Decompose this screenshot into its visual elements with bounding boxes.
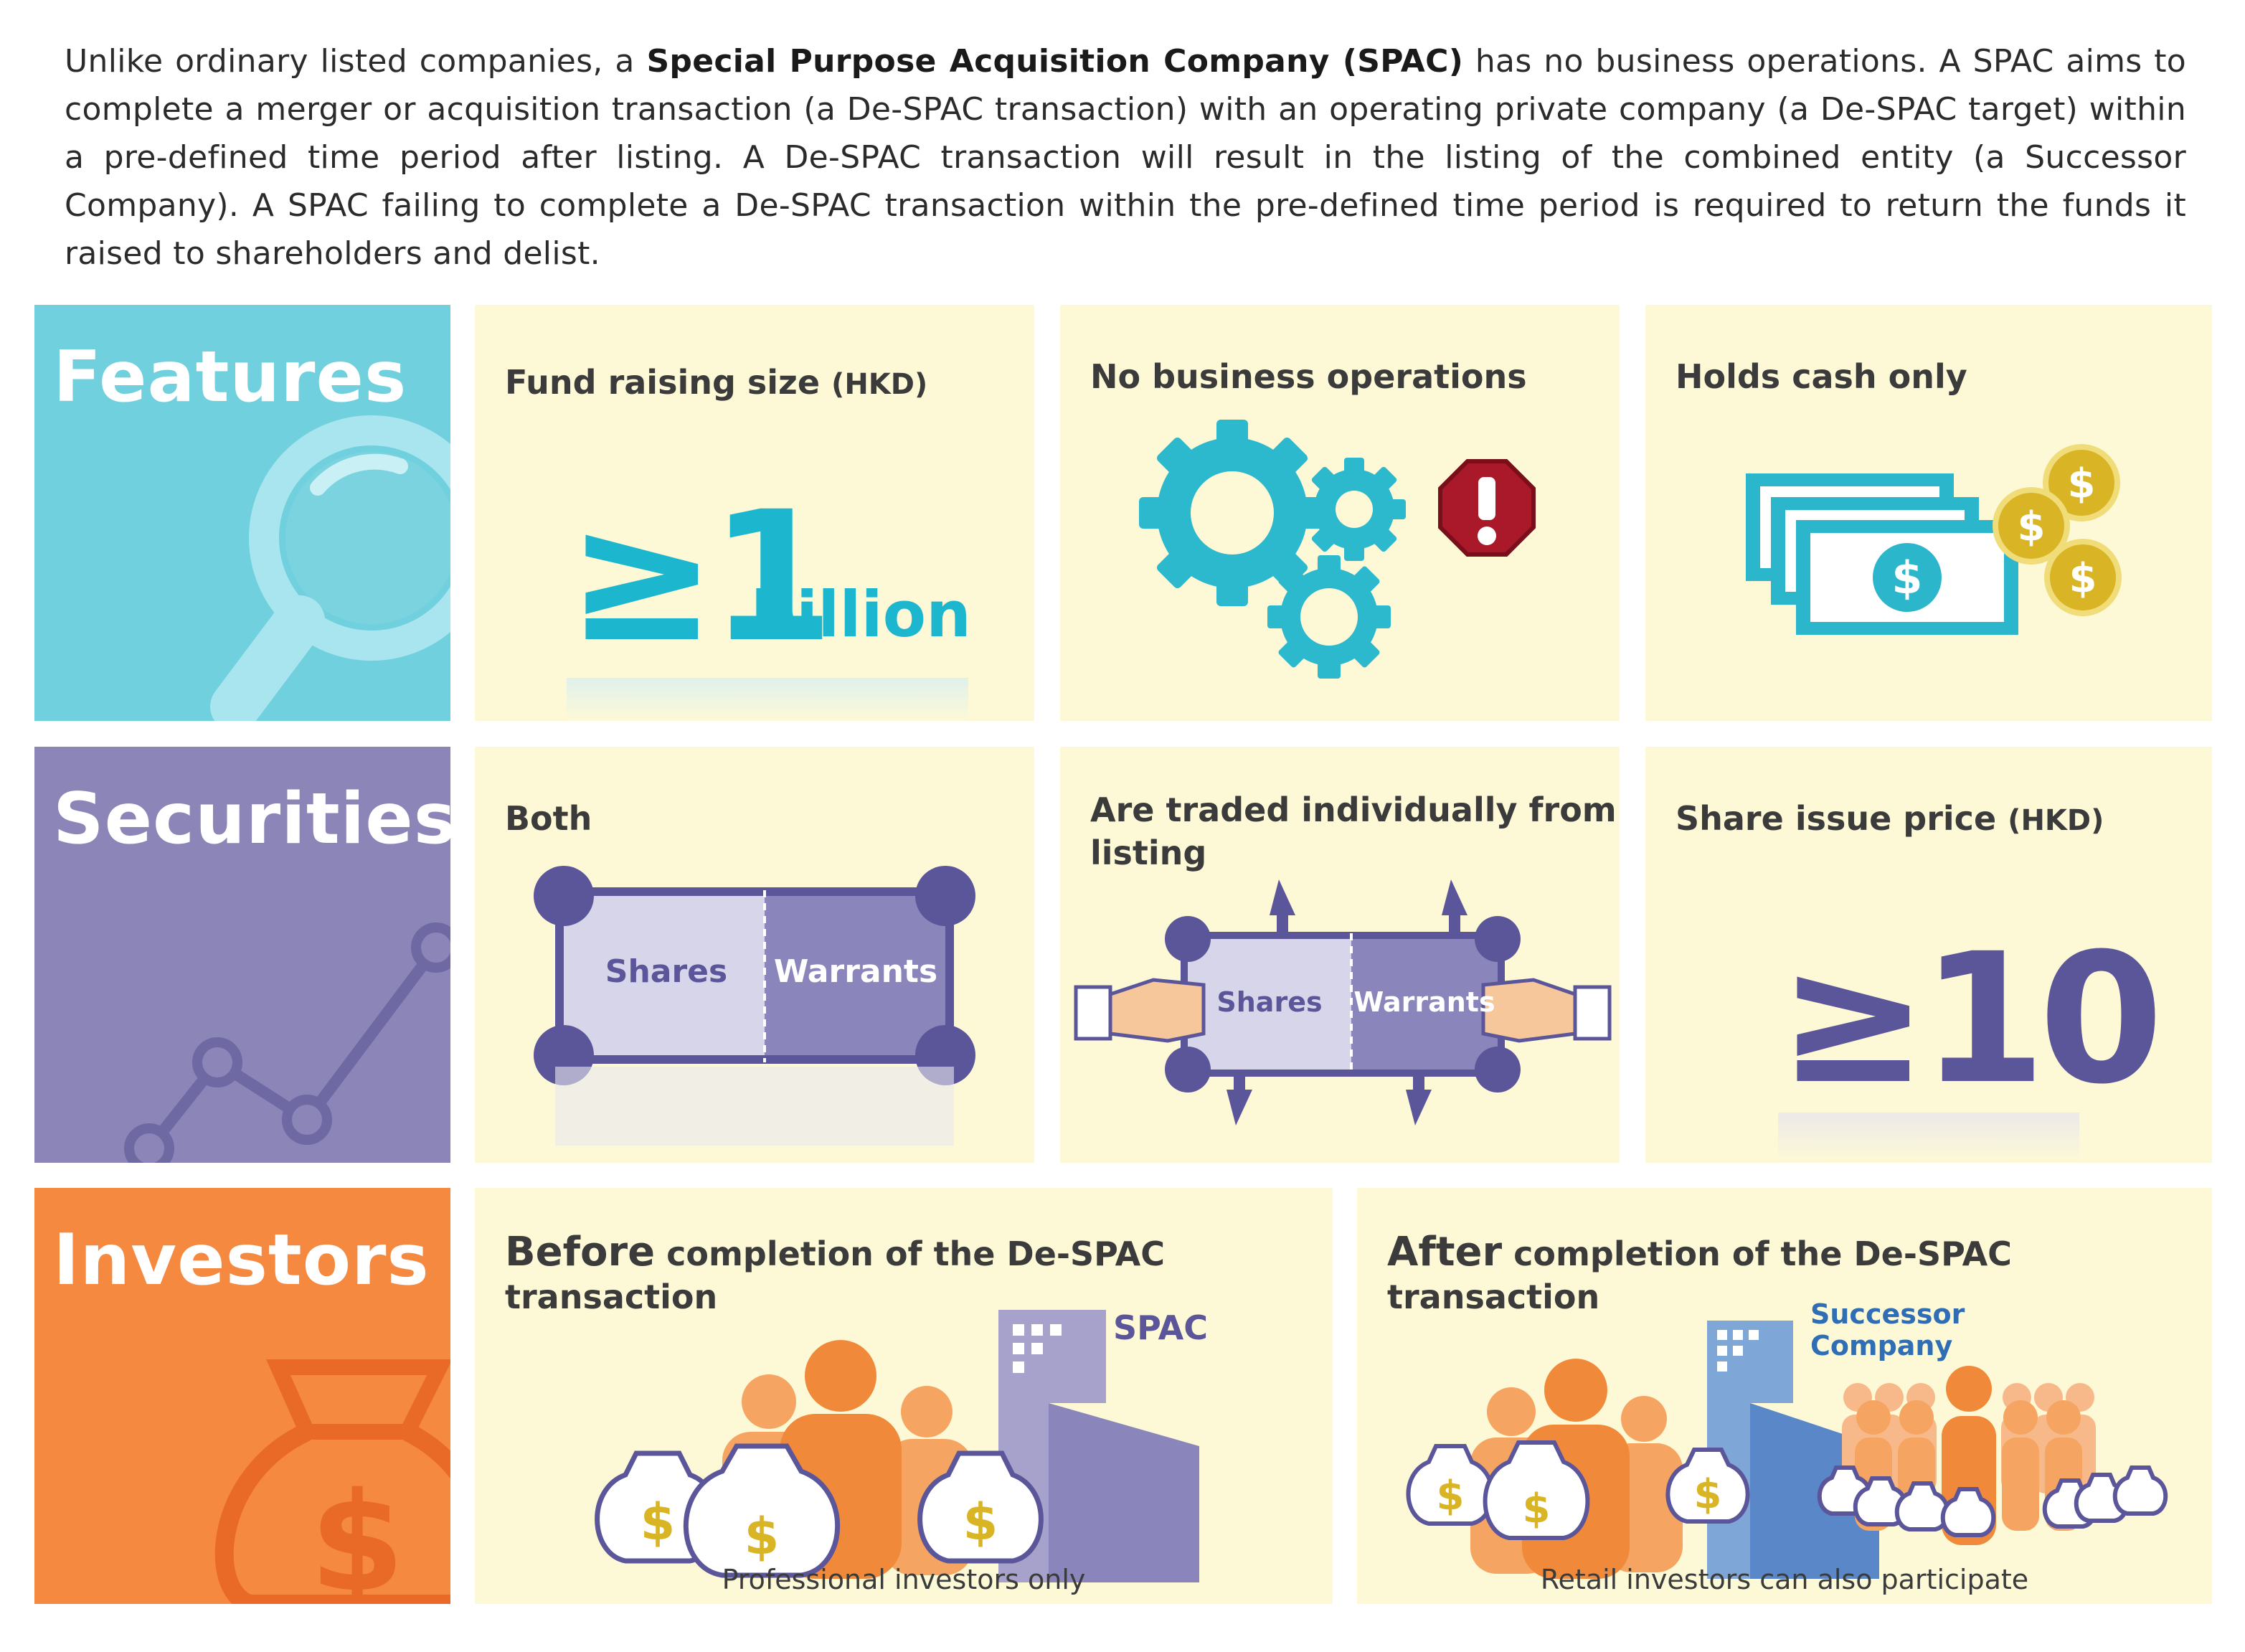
banknote-dollar-sign: $	[1891, 552, 1922, 604]
after-caption: Retail investors can also participate	[1540, 1564, 2029, 1595]
intro-bold-term: Special Purpose Acquisition Company (SPA…	[646, 43, 1464, 80]
money-bag-dollar-sign: $	[310, 1463, 405, 1604]
after-lead: After	[1387, 1229, 1503, 1275]
features-title: Features	[53, 336, 407, 418]
share-price-title: Share issue price (HKD)	[1676, 799, 2104, 838]
after-bag-dollar-sign-1: $	[1437, 1473, 1465, 1519]
investors-after-illustration: $ $ $	[1406, 1321, 2168, 1579]
both-title: Both	[505, 799, 592, 838]
magnifier-icon	[210, 415, 450, 721]
securities-title: Securities	[53, 778, 450, 860]
money-bag-icon: $	[214, 1359, 450, 1604]
line-chart-icon	[124, 922, 450, 1163]
bag-dollar-sign-1: $	[641, 1493, 676, 1552]
coins-icon	[1993, 444, 2122, 616]
category-securities: Securities	[34, 747, 450, 1163]
fund-raising-suffix: billion	[751, 577, 971, 651]
arrows-icon	[1074, 879, 1612, 1125]
spac-label: SPAC	[1113, 1308, 1208, 1347]
after-title: After completion of the De-SPAC transact…	[1387, 1231, 2212, 1318]
panel-after-completion: After completion of the De-SPAC transact…	[1357, 1188, 2212, 1604]
traded-shares-label: Shares	[1216, 986, 1323, 1018]
coin-dollar-sign-1: $	[2068, 461, 2096, 507]
share-price-value: ≥10	[1778, 915, 2163, 1123]
fund-raising-unit: (HKD)	[831, 368, 928, 401]
investors-before-illustration: $ $ $	[595, 1310, 1199, 1582]
building-icon	[998, 1310, 1199, 1582]
both-shares-label: Shares	[605, 953, 728, 990]
successor-label-line2: Company	[1810, 1330, 1953, 1361]
warning-octagon-icon	[1438, 459, 1536, 557]
hands-icon	[1074, 978, 1612, 1043]
share-price-reflection	[1778, 1113, 2079, 1163]
before-title: Before completion of the De-SPAC transac…	[505, 1231, 1333, 1318]
share-price-unit: (HKD)	[2008, 804, 2104, 837]
shares-warrants-ticket	[534, 866, 975, 1146]
traded-warrants-label: Warrants	[1353, 986, 1495, 1018]
panel-no-business-operations: No business operations	[1060, 305, 1620, 721]
after-bag-dollar-sign-3: $	[1694, 1471, 1722, 1518]
fund-raising-reflection	[567, 678, 968, 721]
traded-title: Are traded individually from listing	[1090, 790, 1617, 872]
bag-dollar-sign-3: $	[963, 1493, 998, 1552]
before-caption: Professional investors only	[722, 1564, 1086, 1595]
successor-company-label: Successor Company	[1810, 1298, 1965, 1361]
after-rest: completion of the De-SPAC transaction	[1387, 1235, 2012, 1316]
before-rest: completion of the De-SPAC transaction	[505, 1235, 1165, 1316]
successor-label-line1: Successor	[1810, 1298, 1965, 1330]
category-investors: $ Investors	[34, 1188, 450, 1604]
money-bags-icon	[595, 1443, 1044, 1578]
intro-text-rest: has no business operations. A SPAC aims …	[65, 43, 2186, 272]
coin-dollar-sign-2: $	[2018, 504, 2046, 550]
panel-traded-individually: Are traded individually from listing Sha…	[1060, 747, 1620, 1163]
panel-before-completion: Before completion of the De-SPAC transac…	[475, 1188, 1333, 1604]
fund-raising-value: ≥1	[567, 473, 834, 681]
panel-share-issue-price: Share issue price (HKD) ≥10	[1645, 747, 2212, 1163]
panel-both: Both Shares Warrants	[475, 747, 1034, 1163]
no-business-title: No business operations	[1090, 357, 1527, 396]
category-features: Features	[34, 305, 450, 721]
bag-dollar-sign-2: $	[745, 1507, 780, 1566]
before-lead: Before	[505, 1229, 656, 1275]
banknotes-icon: $ $ $ $	[1746, 444, 2122, 635]
intro-paragraph: Unlike ordinary listed companies, a Spec…	[65, 37, 2186, 278]
panel-fund-raising-size: Fund raising size (HKD) ≥1 billion	[475, 305, 1034, 721]
money-bags-icon	[1406, 1440, 2168, 1540]
intro-text-start: Unlike ordinary listed companies, a	[65, 43, 647, 80]
investors-title: Investors	[53, 1219, 430, 1301]
holds-cash-title: Holds cash only	[1676, 357, 1967, 396]
fund-raising-title: Fund raising size (HKD)	[505, 363, 928, 402]
panel-holds-cash-only: Holds cash only $ $ $ $	[1645, 305, 2212, 721]
both-warrants-label: Warrants	[773, 953, 938, 990]
gears-icon	[1139, 420, 1536, 679]
coin-dollar-sign-3: $	[2069, 555, 2097, 602]
after-bag-dollar-sign-2: $	[1523, 1486, 1551, 1532]
